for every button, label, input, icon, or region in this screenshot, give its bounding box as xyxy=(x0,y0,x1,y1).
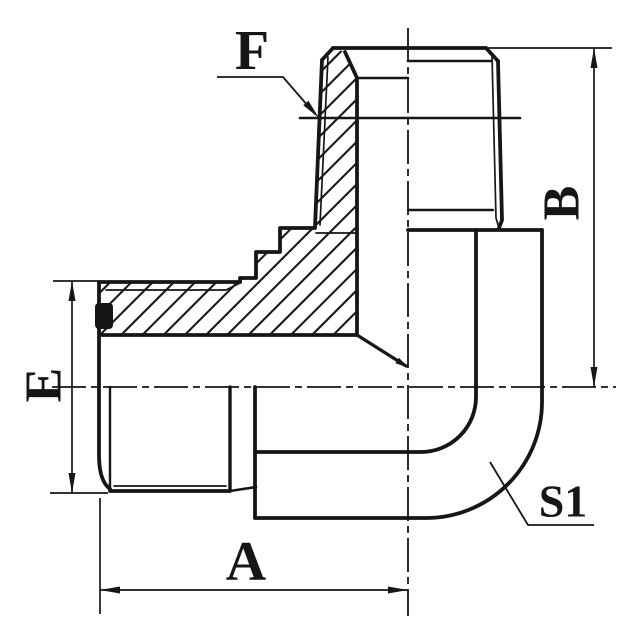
step-profile xyxy=(238,226,317,284)
body-inner-profile xyxy=(253,228,478,454)
f-leader-arrow xyxy=(303,100,319,118)
dim-label-f: F xyxy=(235,20,269,82)
dim-label-e: E xyxy=(16,368,73,403)
a-arrow-left xyxy=(100,586,120,594)
body-outer-profile xyxy=(253,228,544,520)
seal-ring-section xyxy=(95,303,113,329)
dim-label-a: A xyxy=(226,531,267,593)
s1-leader-line xyxy=(489,461,594,526)
end-face xyxy=(97,280,112,491)
dim-label-s1: S1 xyxy=(539,476,588,527)
f-leader-line xyxy=(217,76,316,115)
dimension-a xyxy=(99,498,408,614)
leader-s1 xyxy=(489,461,594,526)
dimension-b xyxy=(486,47,612,387)
top-port xyxy=(298,46,522,337)
right-thread-root xyxy=(491,55,500,229)
top-left-chamfer xyxy=(320,46,335,62)
section-hatching xyxy=(99,48,357,335)
bore-entry-chamfer xyxy=(343,50,359,80)
e-arrow-up xyxy=(68,281,76,301)
a-arrow-right xyxy=(388,586,408,594)
leader-f xyxy=(217,76,319,118)
hatched-wall-region xyxy=(99,48,357,335)
centerlines xyxy=(52,28,616,616)
left-port xyxy=(95,280,258,493)
left-thread-crest xyxy=(313,58,324,229)
b-arrow-down xyxy=(590,367,598,387)
upper-thread-root xyxy=(105,282,241,291)
e-arrow-down xyxy=(68,473,76,493)
top-right-chamfer xyxy=(484,46,500,63)
lower-thread-runout xyxy=(228,485,258,493)
dimension-e xyxy=(50,280,108,494)
body xyxy=(100,226,544,520)
bore-miter-tip xyxy=(395,357,409,368)
right-thread-crest xyxy=(496,59,504,230)
left-thread-root xyxy=(319,56,329,226)
b-arrow-up xyxy=(590,48,598,68)
dim-label-b: B xyxy=(534,186,591,221)
